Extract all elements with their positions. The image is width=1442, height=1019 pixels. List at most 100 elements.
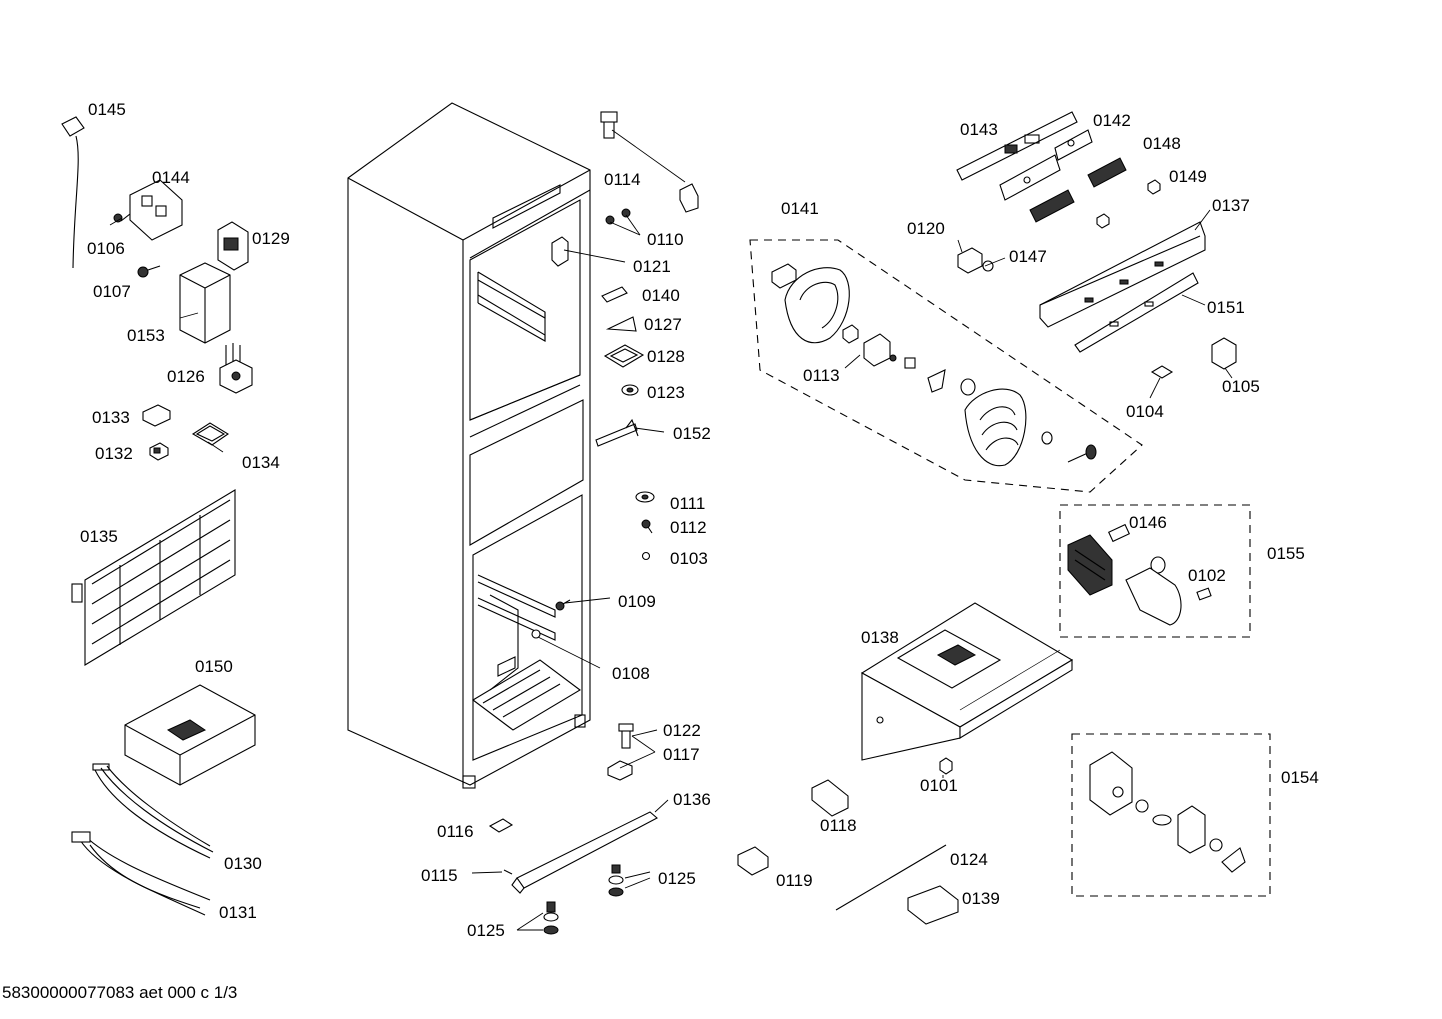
label-0119: 0119 — [776, 871, 813, 890]
thermostat-assembly-0154 — [1071, 733, 1271, 897]
relay-0129 — [217, 221, 249, 271]
clip-0116 — [488, 818, 514, 833]
label-0144: 0144 — [152, 168, 190, 187]
fan-assembly-0141 — [749, 239, 1143, 493]
label-0105: 0105 — [1222, 377, 1260, 396]
nut-0101 — [939, 757, 953, 775]
label-0122: 0122 — [663, 721, 701, 740]
label-0133: 0133 — [92, 408, 130, 427]
label-0136: 0136 — [673, 790, 711, 809]
screw-0109 — [555, 599, 571, 611]
label-0107: 0107 — [93, 282, 131, 301]
cover-0140 — [601, 286, 628, 303]
leader-lines — [109, 129, 1233, 931]
label-0129: 0129 — [252, 229, 290, 248]
gasket-0134 — [191, 422, 230, 446]
label-0109: 0109 — [618, 592, 656, 611]
label-0115: 0115 — [421, 866, 458, 885]
hinge-pin-0114 — [600, 111, 618, 139]
label-0138: 0138 — [861, 628, 899, 647]
wiring-0131 — [71, 831, 211, 916]
label-0116: 0116 — [437, 822, 474, 841]
label-0118: 0118 — [820, 816, 857, 835]
bracket-0121 — [551, 236, 569, 267]
label-0111: 0111 — [670, 494, 705, 513]
label-0121: 0121 — [633, 257, 671, 276]
label-0123: 0123 — [647, 383, 685, 402]
label-0120: 0120 — [907, 219, 945, 238]
screw-0107 — [137, 265, 161, 278]
label-0125-right: 0125 — [658, 869, 696, 888]
label-0112: 0112 — [670, 518, 707, 537]
label-0137: 0137 — [1212, 196, 1250, 215]
junction-box-0144 — [129, 179, 183, 241]
rail-0152 — [595, 418, 639, 447]
label-0140: 0140 — [642, 286, 680, 305]
label-0127: 0127 — [644, 315, 682, 334]
label-0110: 0110 — [647, 230, 684, 249]
label-0135: 0135 — [80, 527, 118, 546]
mains-cable-0145 — [61, 116, 85, 269]
pad-0139 — [907, 885, 959, 925]
triangle-0127 — [605, 316, 637, 332]
label-0152: 0152 — [673, 424, 711, 443]
foot-screw-0125a — [608, 864, 624, 897]
label-0103: 0103 — [670, 549, 708, 568]
control-panel-0143 — [956, 111, 1078, 181]
wiring-0130 — [92, 763, 214, 859]
screw-0112 — [641, 519, 653, 534]
label-0102: 0102 — [1188, 566, 1226, 585]
screws-0110 — [605, 208, 631, 225]
cover-0153 — [179, 262, 231, 344]
label-0149: 0149 — [1169, 167, 1207, 186]
document-code: 58300000077083 aet 000 c 1/3 — [2, 983, 237, 1002]
label-0124: 0124 — [950, 850, 988, 869]
foot-0122 — [618, 723, 634, 749]
label-0154: 0154 — [1281, 768, 1319, 787]
label-0145: 0145 — [88, 100, 126, 119]
fascia-0137 — [1039, 221, 1206, 328]
washer-0111 — [635, 491, 655, 503]
label-0142: 0142 — [1093, 111, 1131, 130]
rod-0124 — [835, 844, 947, 911]
foot-screw-0125b — [543, 901, 559, 935]
knob-small — [1096, 213, 1110, 229]
lamp-assembly-0155 — [1059, 504, 1251, 638]
clip-0132 — [149, 442, 169, 461]
label-0132: 0132 — [95, 444, 133, 463]
label-0155: 0155 — [1267, 544, 1305, 563]
label-0139: 0139 — [962, 889, 1000, 908]
strip-0151 — [1074, 272, 1199, 353]
label-0150: 0150 — [195, 657, 233, 676]
label-0143: 0143 — [960, 120, 998, 139]
hinge-bracket-0114 — [679, 183, 699, 213]
label-0128: 0128 — [647, 347, 685, 366]
pin-0115 — [503, 869, 513, 875]
fridge-cabinet — [347, 102, 591, 789]
evaporator-cover-0138 — [860, 602, 1074, 761]
part-labels: 0145 0144 0106 0129 0107 0153 0126 0133 … — [80, 100, 1319, 940]
label-0146: 0146 — [1129, 513, 1167, 532]
label-0131: 0131 — [219, 903, 257, 922]
label-0104: 0104 — [1126, 402, 1164, 421]
label-0113: 0113 — [803, 366, 840, 385]
switch-0120 — [957, 247, 994, 274]
cap-0103 — [641, 551, 651, 561]
condenser-0135 — [71, 489, 236, 666]
label-0151: 0151 — [1207, 298, 1245, 317]
label-0108: 0108 — [612, 664, 650, 683]
label-0153: 0153 — [127, 326, 165, 345]
label-0126: 0126 — [167, 367, 205, 386]
label-0141: 0141 — [781, 199, 819, 218]
label-0130: 0130 — [224, 854, 262, 873]
label-0147: 0147 — [1009, 247, 1047, 266]
kickplate-0136 — [511, 811, 658, 894]
knob-0149 — [1147, 179, 1161, 195]
module-0142 — [999, 129, 1093, 201]
label-0134: 0134 — [242, 453, 280, 472]
label-0114: 0114 — [604, 170, 641, 189]
thermostat-0126 — [219, 343, 253, 394]
relay-0105 — [1211, 337, 1237, 370]
plug-0108 — [531, 629, 541, 639]
clip-0104 — [1150, 365, 1174, 379]
